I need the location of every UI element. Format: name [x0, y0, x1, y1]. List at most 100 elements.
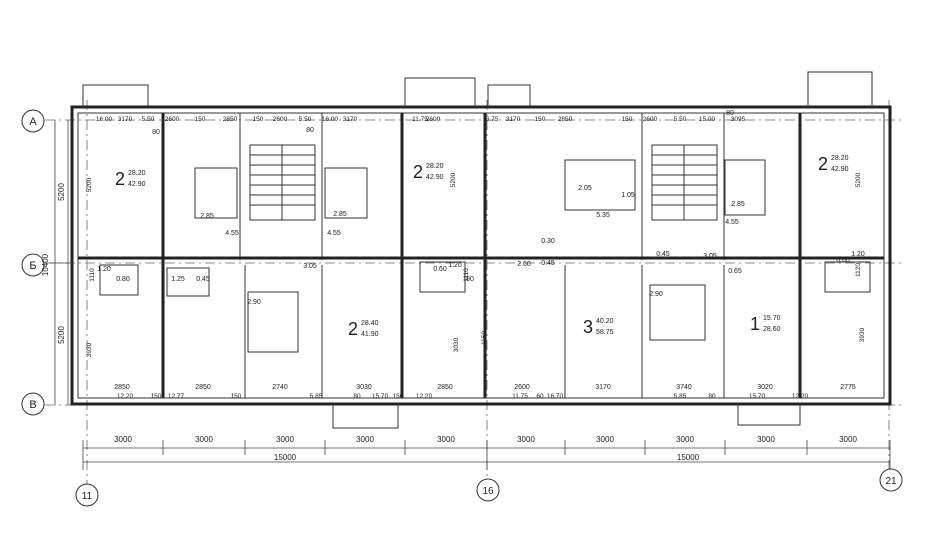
dim-label: 1.05 — [621, 192, 635, 199]
dim-label: 80 — [726, 110, 734, 117]
axis-11-marker — [75, 483, 99, 507]
dim-label: 3170 — [118, 116, 133, 123]
dim-label: 5200 — [57, 183, 66, 201]
dim-label: 15.70 — [372, 393, 389, 400]
dim-label: 2.85 — [731, 201, 745, 208]
dim-label: 2.90 — [247, 299, 261, 306]
dim-label: 2775 — [840, 384, 856, 391]
dim-label: 3095 — [731, 116, 746, 123]
dim-label: 2.05 — [578, 185, 592, 192]
svg-text:28.20: 28.20 — [426, 163, 444, 170]
dim-label: 5.50 — [142, 116, 155, 123]
dim-label: 2850 — [437, 384, 453, 391]
dim-label: 3020 — [757, 384, 773, 391]
dim-label: 0.65 — [728, 268, 742, 275]
axis-label: В — [29, 399, 36, 411]
dim-label: 80 — [466, 276, 474, 283]
dim-label: 12.20 — [117, 393, 134, 400]
axis-a-marker — [21, 109, 45, 133]
dim-label: 2850 — [558, 116, 573, 123]
dim-label: 3000 — [114, 435, 132, 444]
dim-label: 16.00 — [322, 116, 339, 123]
svg-text:42.90: 42.90 — [426, 174, 444, 181]
dim-label: 15.70 — [749, 393, 766, 400]
axis-21-marker — [879, 468, 903, 492]
dim-label: 3000 — [437, 435, 455, 444]
axis-label: 11 — [82, 491, 93, 502]
dim-label: 3000 — [356, 435, 374, 444]
apartment-label: 2 28.20 42.90 — [818, 154, 849, 174]
dim-label: 150 — [151, 393, 162, 400]
dim-label: 2.85 — [200, 213, 214, 220]
dim-label: 2600 — [165, 116, 180, 123]
dim-label: 150 — [535, 116, 546, 123]
dim-label: 4.55 — [327, 230, 341, 237]
dim-label: 60 — [536, 393, 544, 400]
dim-label: 5.50 — [674, 116, 687, 123]
dim-label: 1.20 — [851, 251, 865, 258]
dim-label: 5.50 — [299, 116, 312, 123]
dim-label: 80 — [152, 129, 160, 136]
dim-label: 5200 — [450, 172, 457, 187]
dim-label: 11.75 — [412, 116, 428, 123]
dim-label: 15.00 — [699, 116, 716, 123]
dim-label: 3000 — [596, 435, 614, 444]
svg-text:2: 2 — [115, 169, 125, 189]
dim-label: 3170 — [506, 116, 521, 123]
svg-text:2: 2 — [818, 154, 828, 174]
dim-label: 3030 — [356, 384, 372, 391]
dim-label: 0.45 — [541, 260, 555, 267]
dim-label: 1110 — [89, 268, 96, 282]
dim-label: 0.60 — [433, 266, 447, 273]
axis-label: 16 — [482, 486, 494, 497]
dim-label: 0.30 — [541, 238, 555, 245]
svg-text:28.40: 28.40 — [361, 320, 379, 327]
svg-text:2: 2 — [413, 162, 423, 182]
svg-text:28.60: 28.60 — [763, 326, 781, 333]
dim-label: 5200 — [855, 172, 862, 187]
dim-label: 2600 — [273, 116, 288, 123]
axis-label: А — [29, 116, 37, 128]
dim-label: 3000 — [276, 435, 294, 444]
dim-label: 2.60 — [517, 261, 531, 268]
dim-label: 3170 — [343, 116, 358, 123]
dim-label: 2600 — [643, 116, 658, 123]
dim-label: 2850 — [195, 384, 211, 391]
dim-label: 2600 — [426, 116, 441, 123]
dim-label: 3030 — [453, 337, 460, 352]
dim-label: 10400 — [41, 253, 50, 276]
apartment-label: 2 28.40 41.90 — [348, 319, 379, 339]
dim-label: 0.45 — [196, 276, 210, 283]
dim-label: 150 — [393, 393, 404, 400]
dim-label: 15000 — [274, 453, 297, 462]
dim-label: 3740 — [676, 384, 692, 391]
dim-label: 1150 — [481, 331, 488, 345]
dim-label: 0.80 — [116, 276, 130, 283]
dim-label: 1.20 — [448, 262, 462, 269]
dim-label: 3000 — [839, 435, 857, 444]
dim-label: 12.20 — [416, 393, 433, 400]
dim-label: 0.45 — [656, 251, 670, 258]
axis-b-marker — [21, 253, 45, 277]
dim-label: 150 — [253, 116, 264, 123]
dim-label: 3000 — [195, 435, 213, 444]
dim-label: 5.85 — [674, 393, 687, 400]
dim-label: 5200 — [86, 177, 93, 192]
dim-label: 3000 — [517, 435, 535, 444]
dim-label: 3000 — [757, 435, 775, 444]
svg-text:42.90: 42.90 — [831, 166, 849, 173]
dim-label: 5200 — [57, 326, 66, 344]
dim-label: 1.25 — [171, 276, 185, 283]
dim-label: 3.05 — [703, 253, 717, 260]
dim-label: 11.75 — [512, 393, 528, 400]
dim-label: 3930 — [859, 327, 866, 342]
svg-text:41.90: 41.90 — [361, 331, 379, 338]
svg-text:1: 1 — [750, 314, 760, 334]
dim-label: 80 — [353, 393, 361, 400]
dim-label: 150 — [231, 393, 242, 400]
dim-label: 2600 — [514, 384, 530, 391]
dim-label: 2850 — [114, 384, 130, 391]
dim-label: 150 — [195, 116, 206, 123]
axis-16-marker — [476, 478, 500, 502]
apartment-label: 3 40.20 58.75 — [583, 317, 614, 337]
